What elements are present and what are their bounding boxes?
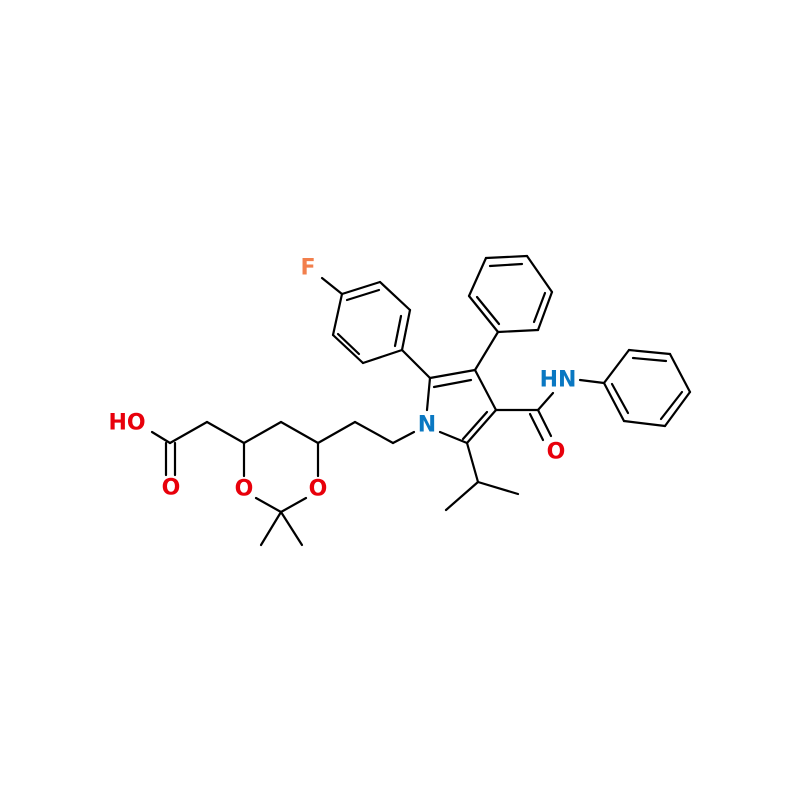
bond (659, 390, 684, 421)
bond (631, 356, 668, 363)
bonds (150, 254, 692, 547)
bond (488, 262, 524, 268)
bond (428, 368, 477, 380)
bond (279, 420, 320, 445)
bond (378, 280, 412, 312)
bond (361, 348, 404, 365)
bond (391, 430, 416, 445)
bond (444, 480, 480, 512)
bond (400, 348, 432, 380)
dioxane-oxygen-left-label: O (235, 477, 254, 502)
amide-nh-label: HN (540, 368, 577, 393)
amide-oxygen-label: O (547, 440, 566, 465)
dioxane-oxygen-right-label: O (309, 477, 328, 502)
bond (467, 294, 500, 334)
acid-carbonyl-oxygen-label: O (162, 476, 181, 501)
bond (316, 420, 357, 445)
atom-labels: F HN O N HO O O O (108, 256, 576, 502)
bond (496, 328, 540, 334)
bond (610, 382, 630, 415)
bond (353, 420, 395, 445)
bond (536, 408, 553, 438)
bond (668, 352, 692, 394)
bond (168, 420, 209, 445)
pyrrole-nitrogen-label: N (418, 413, 436, 438)
bond (532, 291, 547, 324)
bond (259, 510, 283, 547)
bond (467, 256, 488, 298)
bond (340, 280, 382, 296)
bond (205, 420, 246, 445)
bond (393, 314, 403, 348)
bond (465, 408, 498, 445)
acid-hydroxyl-label: HO (108, 411, 145, 436)
bond (320, 276, 344, 296)
bond (602, 348, 631, 385)
bond (432, 378, 473, 389)
bond (336, 332, 361, 356)
bond (150, 430, 172, 445)
bond (627, 348, 672, 356)
bond (536, 290, 554, 332)
bond (663, 390, 692, 428)
bond (484, 254, 529, 260)
bond (425, 376, 432, 412)
bond (242, 420, 283, 445)
bond (473, 368, 498, 412)
bond (476, 480, 520, 496)
bond (331, 292, 344, 337)
bond (345, 288, 381, 302)
bond (473, 330, 500, 372)
bond (254, 496, 283, 514)
bond (465, 441, 480, 484)
bond (400, 308, 412, 352)
bond (536, 391, 555, 412)
bond (461, 410, 489, 441)
bond (279, 510, 304, 547)
bond (475, 295, 501, 326)
fluorine-label: F (300, 256, 315, 281)
bond (438, 430, 469, 445)
bond (279, 496, 308, 514)
bond (525, 254, 554, 294)
bond (602, 381, 626, 423)
bond (578, 378, 606, 385)
bond (622, 419, 667, 428)
bond (331, 333, 365, 365)
bond (528, 412, 545, 442)
